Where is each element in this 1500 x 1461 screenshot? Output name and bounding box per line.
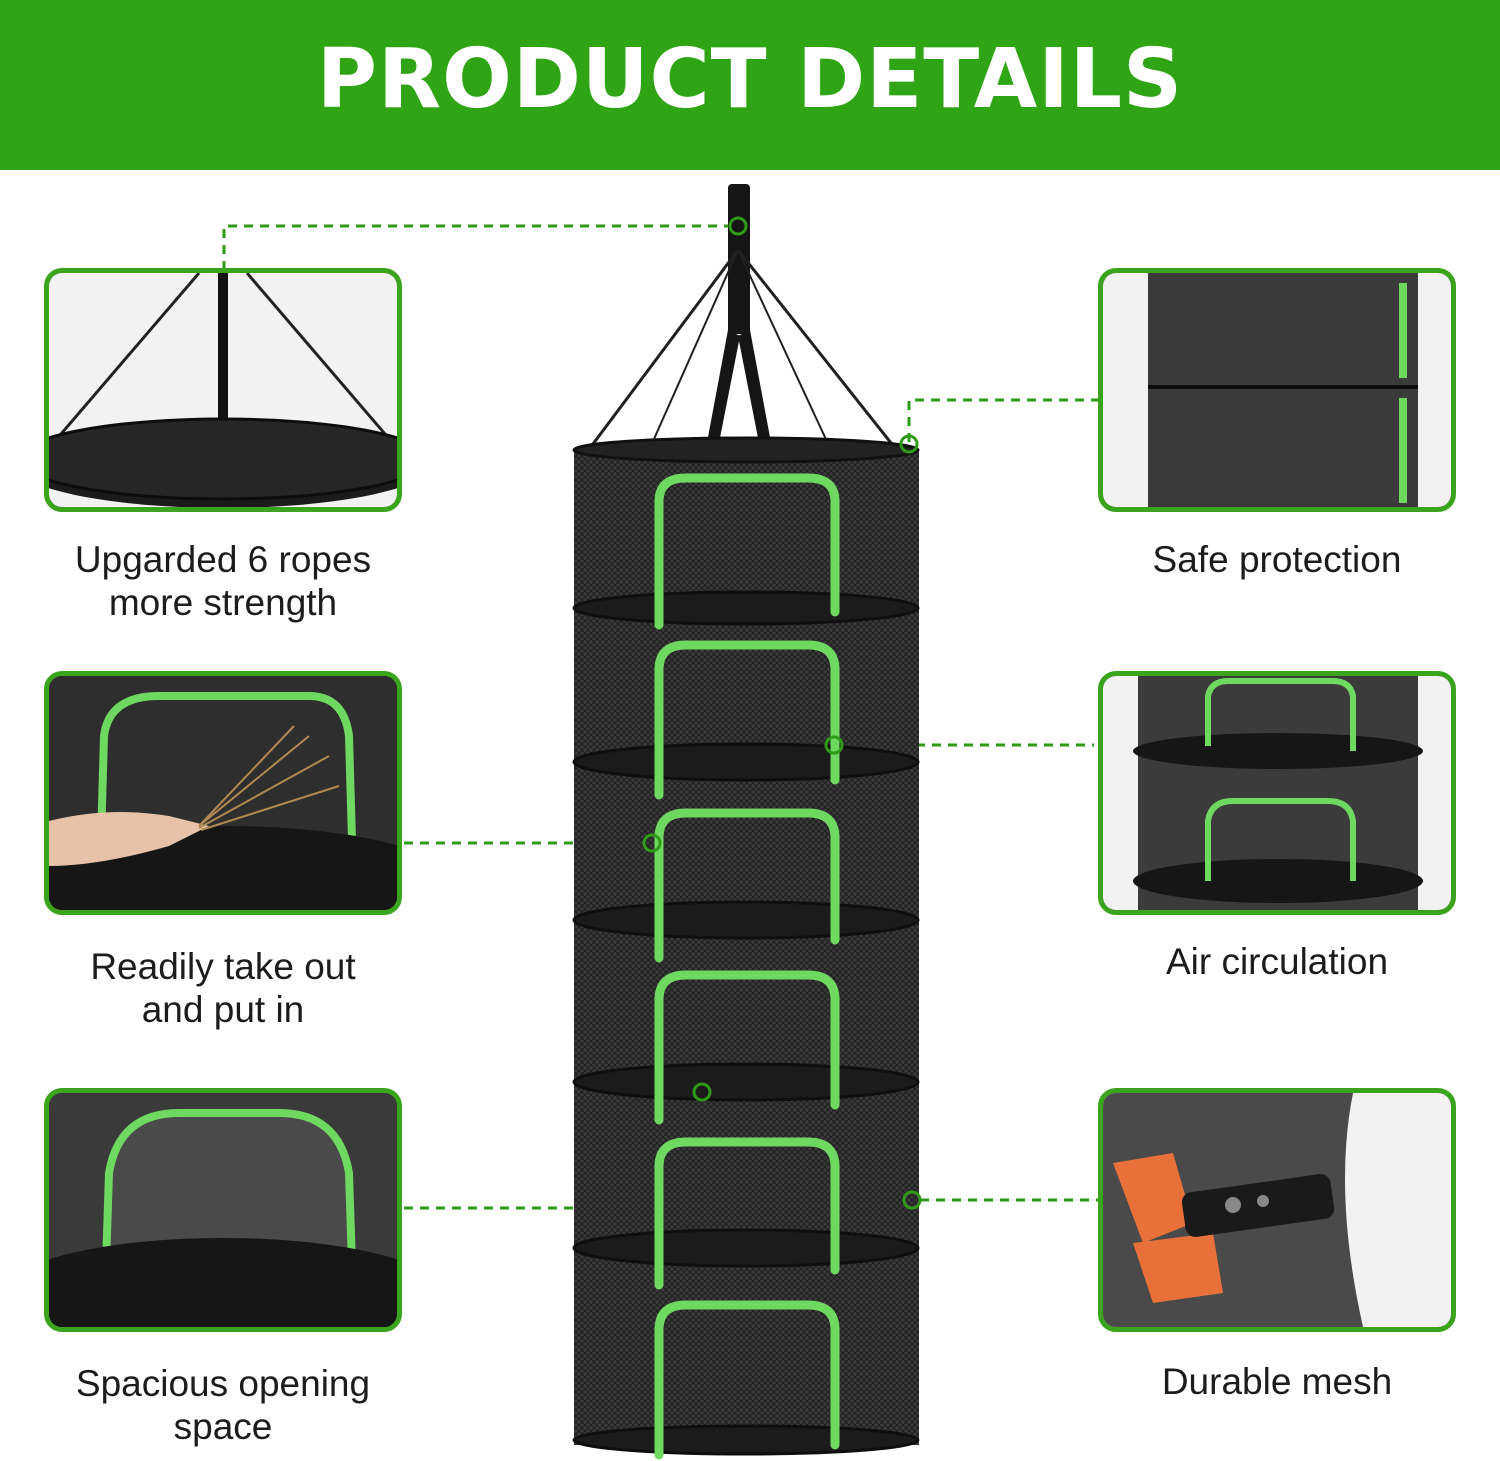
mesh-caption: Durable mesh [1098,1360,1456,1403]
air-image-panel [1098,671,1456,915]
take-out-caption: Readily take out and put in [44,945,402,1031]
dryer-body [572,436,920,1460]
page-title: PRODUCT DETAILS [316,31,1184,127]
ropes-image-panel [44,268,402,512]
opening-caption-line2: space [173,1406,273,1447]
opening-caption: Spacious opening space [44,1362,402,1448]
take-out-caption-line1: Readily take out [90,946,356,987]
callout-markers [642,216,922,1210]
take-out-caption-line2: and put in [141,989,305,1030]
take-out-image-panel [44,671,402,915]
ropes-caption-line1: Upgarded 6 ropes [74,539,372,580]
air-caption: Air circulation [1098,940,1456,983]
protection-caption: Safe protection [1098,538,1456,581]
protection-caption-line1: Safe protection [1152,539,1402,580]
mesh-caption-line1: Durable mesh [1161,1361,1393,1402]
mesh-image-panel [1098,1088,1456,1332]
air-caption-line1: Air circulation [1165,941,1389,982]
hanging-strap [588,184,897,449]
opening-caption-line1: Spacious opening [75,1363,371,1404]
ropes-caption: Upgarded 6 ropes more strength [44,538,402,624]
protection-image-panel [1098,268,1456,512]
header-banner: PRODUCT DETAILS [0,0,1500,170]
ropes-caption-line2: more strength [108,582,338,623]
opening-image-panel [44,1088,402,1332]
